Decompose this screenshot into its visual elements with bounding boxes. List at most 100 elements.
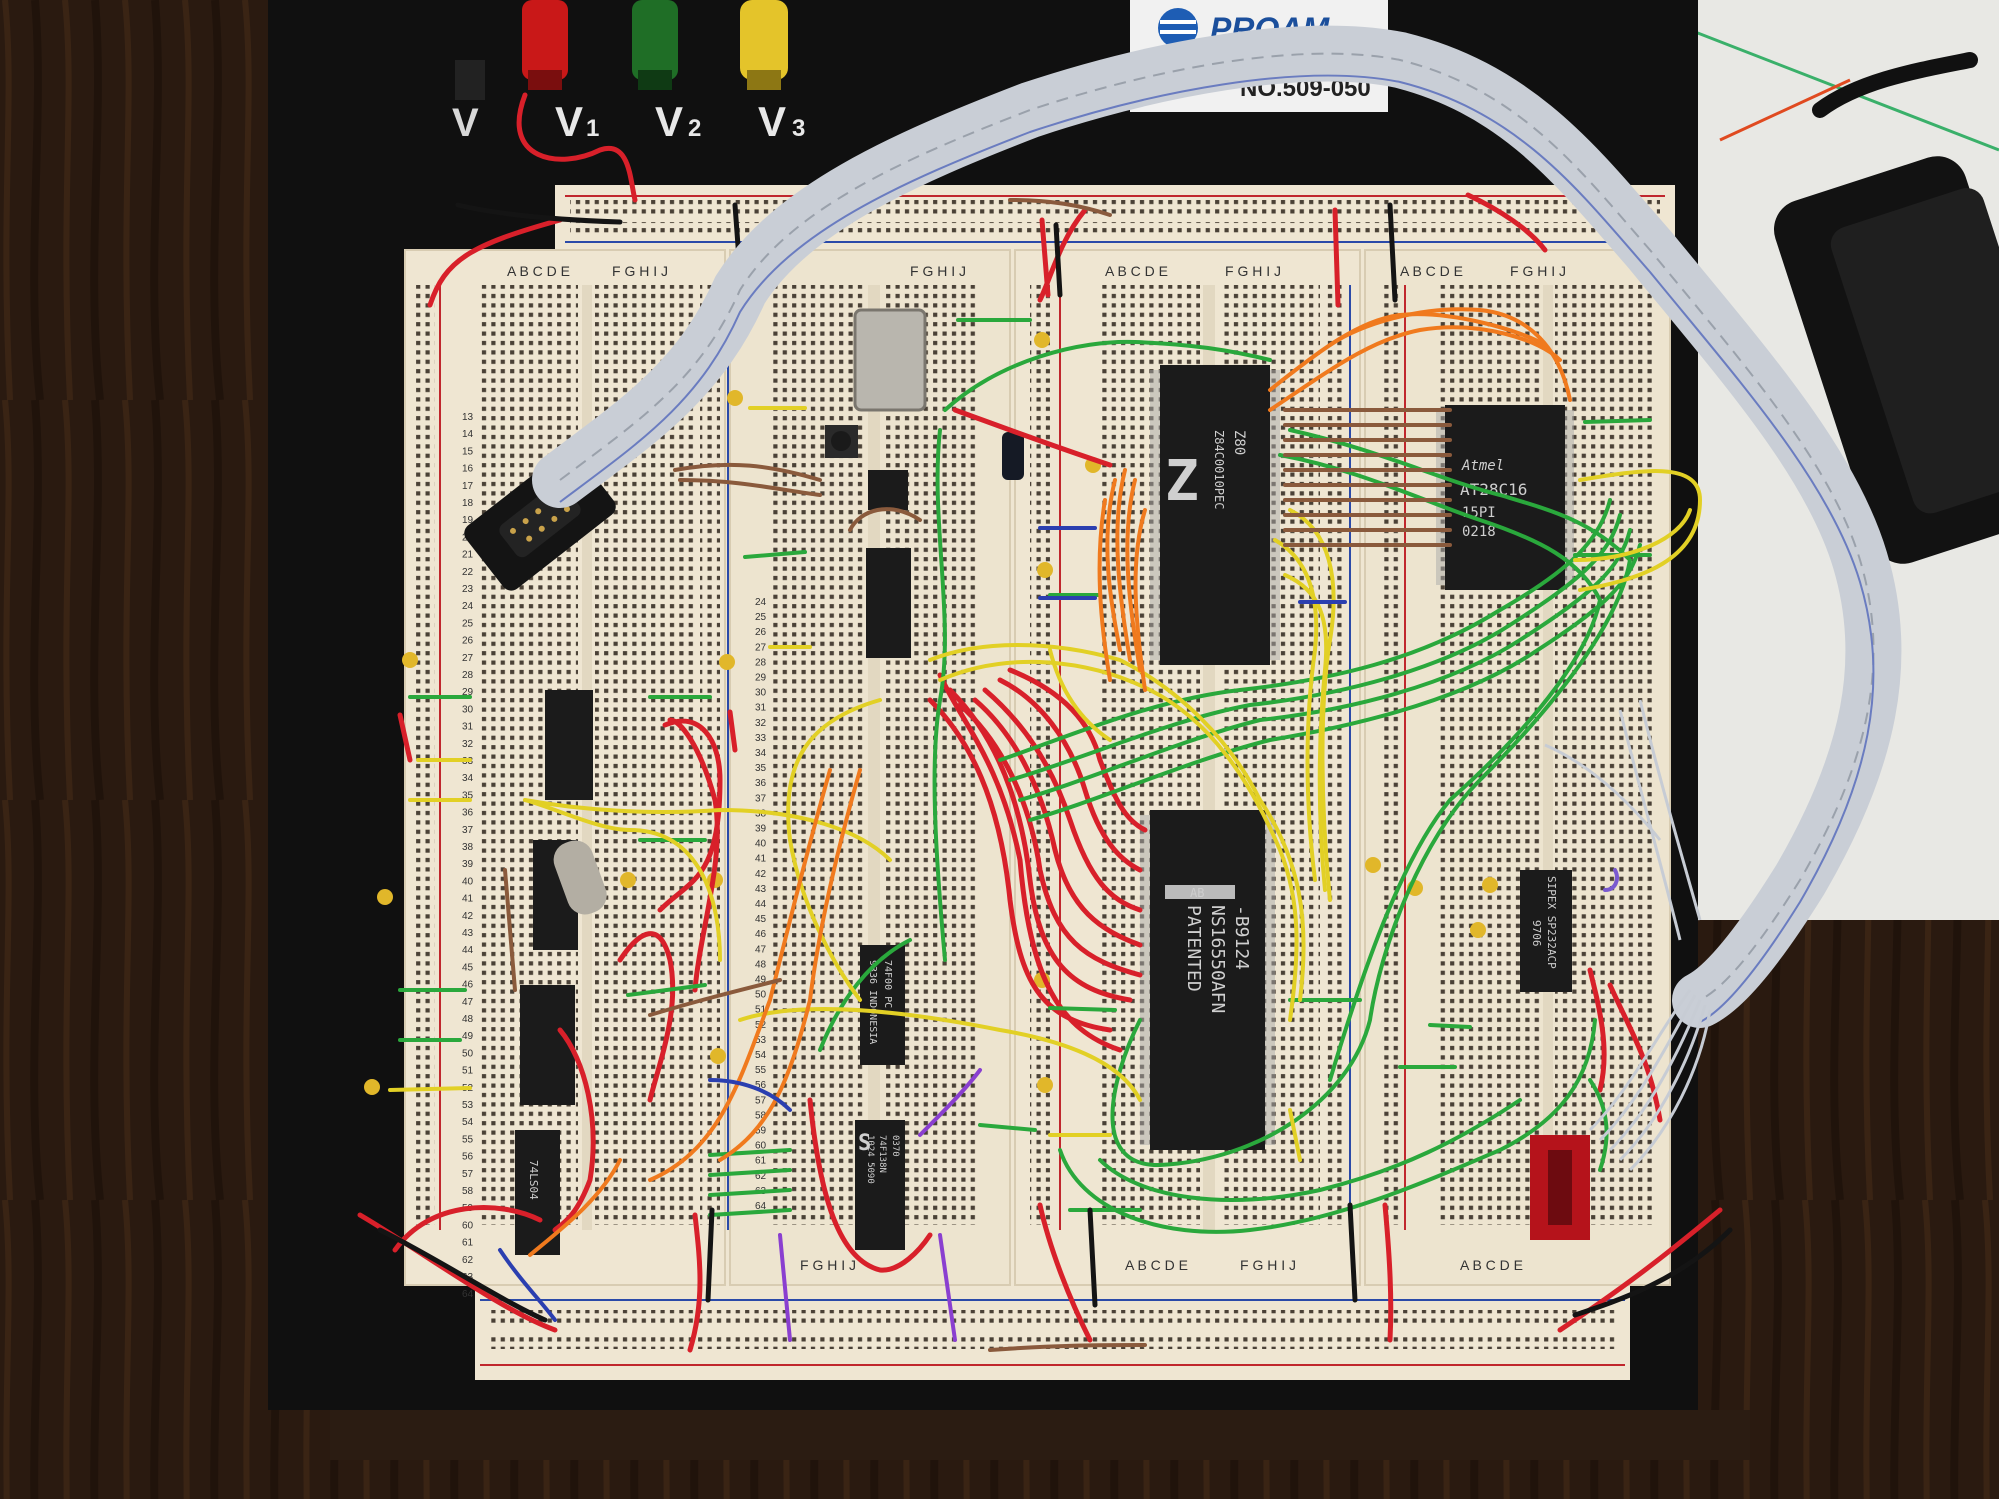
chip-label: NS16550AFN <box>1207 905 1228 1013</box>
chip-small <box>866 548 911 658</box>
row-number: 64 <box>462 1289 474 1300</box>
row-number: 36 <box>755 778 767 789</box>
power-terminals: V V 1 V 2 V 3 <box>452 0 805 145</box>
row-number: 43 <box>755 884 767 895</box>
crystal <box>553 840 607 915</box>
wires-yellow <box>388 406 1703 1162</box>
row-number: 15 <box>462 446 474 457</box>
row-number: 31 <box>755 703 767 714</box>
chip-rs232: SIPEX SP232ACP 9706 <box>1520 870 1572 992</box>
row-number: 45 <box>462 962 474 973</box>
chip-label: 9706 <box>1530 920 1543 947</box>
row-number: 58 <box>462 1186 474 1197</box>
ic-socket-cavity <box>1548 1150 1572 1225</box>
row-number: 38 <box>462 842 474 853</box>
row-number: 56 <box>462 1152 474 1163</box>
crystal-oscillator <box>853 308 927 412</box>
column-letters: F G H I J <box>1240 1257 1296 1273</box>
chip-label: SIPEX SP232ACP <box>1545 876 1558 969</box>
column-letters: F G H I J <box>910 263 966 279</box>
row-number: 60 <box>755 1141 767 1152</box>
row-number: 28 <box>462 670 474 681</box>
chip-logo: Z <box>1165 449 1199 514</box>
row-number: 30 <box>462 704 474 715</box>
electrolytic-capacitor <box>1002 432 1024 480</box>
row-number: 48 <box>755 959 767 970</box>
terminal-subscript: 1 <box>586 115 599 142</box>
wires-green <box>398 318 1652 1234</box>
chip-7400: 74F00 PC 9336 INDONESIA <box>860 945 905 1065</box>
row-number: 62 <box>755 1171 767 1182</box>
row-number: 30 <box>755 688 767 699</box>
reset-button-cap[interactable] <box>831 431 851 451</box>
terminal-v3[interactable]: V 3 <box>740 0 805 145</box>
row-number: 29 <box>462 687 474 698</box>
chip-small <box>868 470 908 510</box>
row-number: 48 <box>462 1014 474 1025</box>
row-number: 54 <box>462 1117 474 1128</box>
chip-label: 0370 <box>890 1135 900 1157</box>
row-number: 51 <box>755 1005 767 1016</box>
row-number: 57 <box>462 1169 474 1180</box>
multimeter-panel <box>1830 188 1999 514</box>
row-number: 50 <box>755 990 767 1001</box>
row-number: 39 <box>755 824 767 835</box>
column-letters: A B C D E <box>1400 263 1463 279</box>
chip-label: 0218 <box>1462 524 1496 540</box>
chip-uart: AB -B9124 NS16550AFN PATENTED <box>1140 810 1275 1150</box>
chip-label: AT28C16 <box>1460 480 1527 499</box>
row-number: 61 <box>755 1156 767 1167</box>
chip-label: 1024 5090 <box>865 1135 875 1184</box>
row-number: 57 <box>755 1095 767 1106</box>
row-number: 25 <box>755 612 767 623</box>
chip-z80: Z Z80 Z84C0010PEC <box>1150 365 1280 665</box>
chip-small <box>545 690 593 800</box>
chip-label: 9336 INDONESIA <box>867 960 878 1044</box>
row-number: 28 <box>755 657 767 668</box>
row-number: 24 <box>462 601 474 612</box>
row-number: 26 <box>462 636 474 647</box>
row-number: 17 <box>462 481 474 492</box>
row-number: 32 <box>755 718 767 729</box>
row-number: 36 <box>462 808 474 819</box>
terminal-label: V <box>655 98 683 145</box>
row-number: 45 <box>755 914 767 925</box>
row-number: 38 <box>755 808 767 819</box>
row-number: 21 <box>462 550 474 561</box>
row-number: 18 <box>462 498 474 509</box>
row-number: 27 <box>462 653 474 664</box>
row-number: 46 <box>755 929 767 940</box>
row-number: 47 <box>462 997 474 1008</box>
chip-label: 74LS04 <box>527 1160 540 1200</box>
terminal-v1[interactable]: V 1 <box>522 0 599 145</box>
row-number: 55 <box>462 1134 474 1145</box>
terminal-label: V <box>555 98 583 145</box>
row-number: 16 <box>462 464 474 475</box>
chip-label: Z84C0010PEC <box>1212 430 1226 509</box>
row-number: 23 <box>462 584 474 595</box>
row-number: 42 <box>462 911 474 922</box>
row-number: 22 <box>462 567 474 578</box>
row-number: 34 <box>755 748 767 759</box>
row-number: 54 <box>755 1050 767 1061</box>
row-number: 26 <box>755 627 767 638</box>
column-letters: F G H I J <box>800 1257 856 1273</box>
chip-sticker <box>1165 885 1235 899</box>
terminal-label: V <box>452 101 479 145</box>
terminal-v-black[interactable]: V <box>452 60 485 145</box>
row-number: 25 <box>462 618 474 629</box>
row-number: 60 <box>462 1220 474 1231</box>
row-number: 37 <box>462 825 474 836</box>
column-letters: A B C D E <box>1460 1257 1523 1273</box>
column-letters: A B C D E <box>1125 1257 1188 1273</box>
row-number: 43 <box>462 928 474 939</box>
wires-blue-purple <box>498 526 1619 1342</box>
row-number: 44 <box>462 945 474 956</box>
row-number: 53 <box>755 1035 767 1046</box>
column-labels: A B C D E F G H I J F G H I J A B C D E … <box>507 263 1566 1273</box>
row-number: 50 <box>462 1048 474 1059</box>
row-number: 34 <box>462 773 474 784</box>
terminal-v2[interactable]: V 2 <box>632 0 701 145</box>
row-number: 33 <box>755 733 767 744</box>
trainer-edge <box>330 1410 1750 1460</box>
